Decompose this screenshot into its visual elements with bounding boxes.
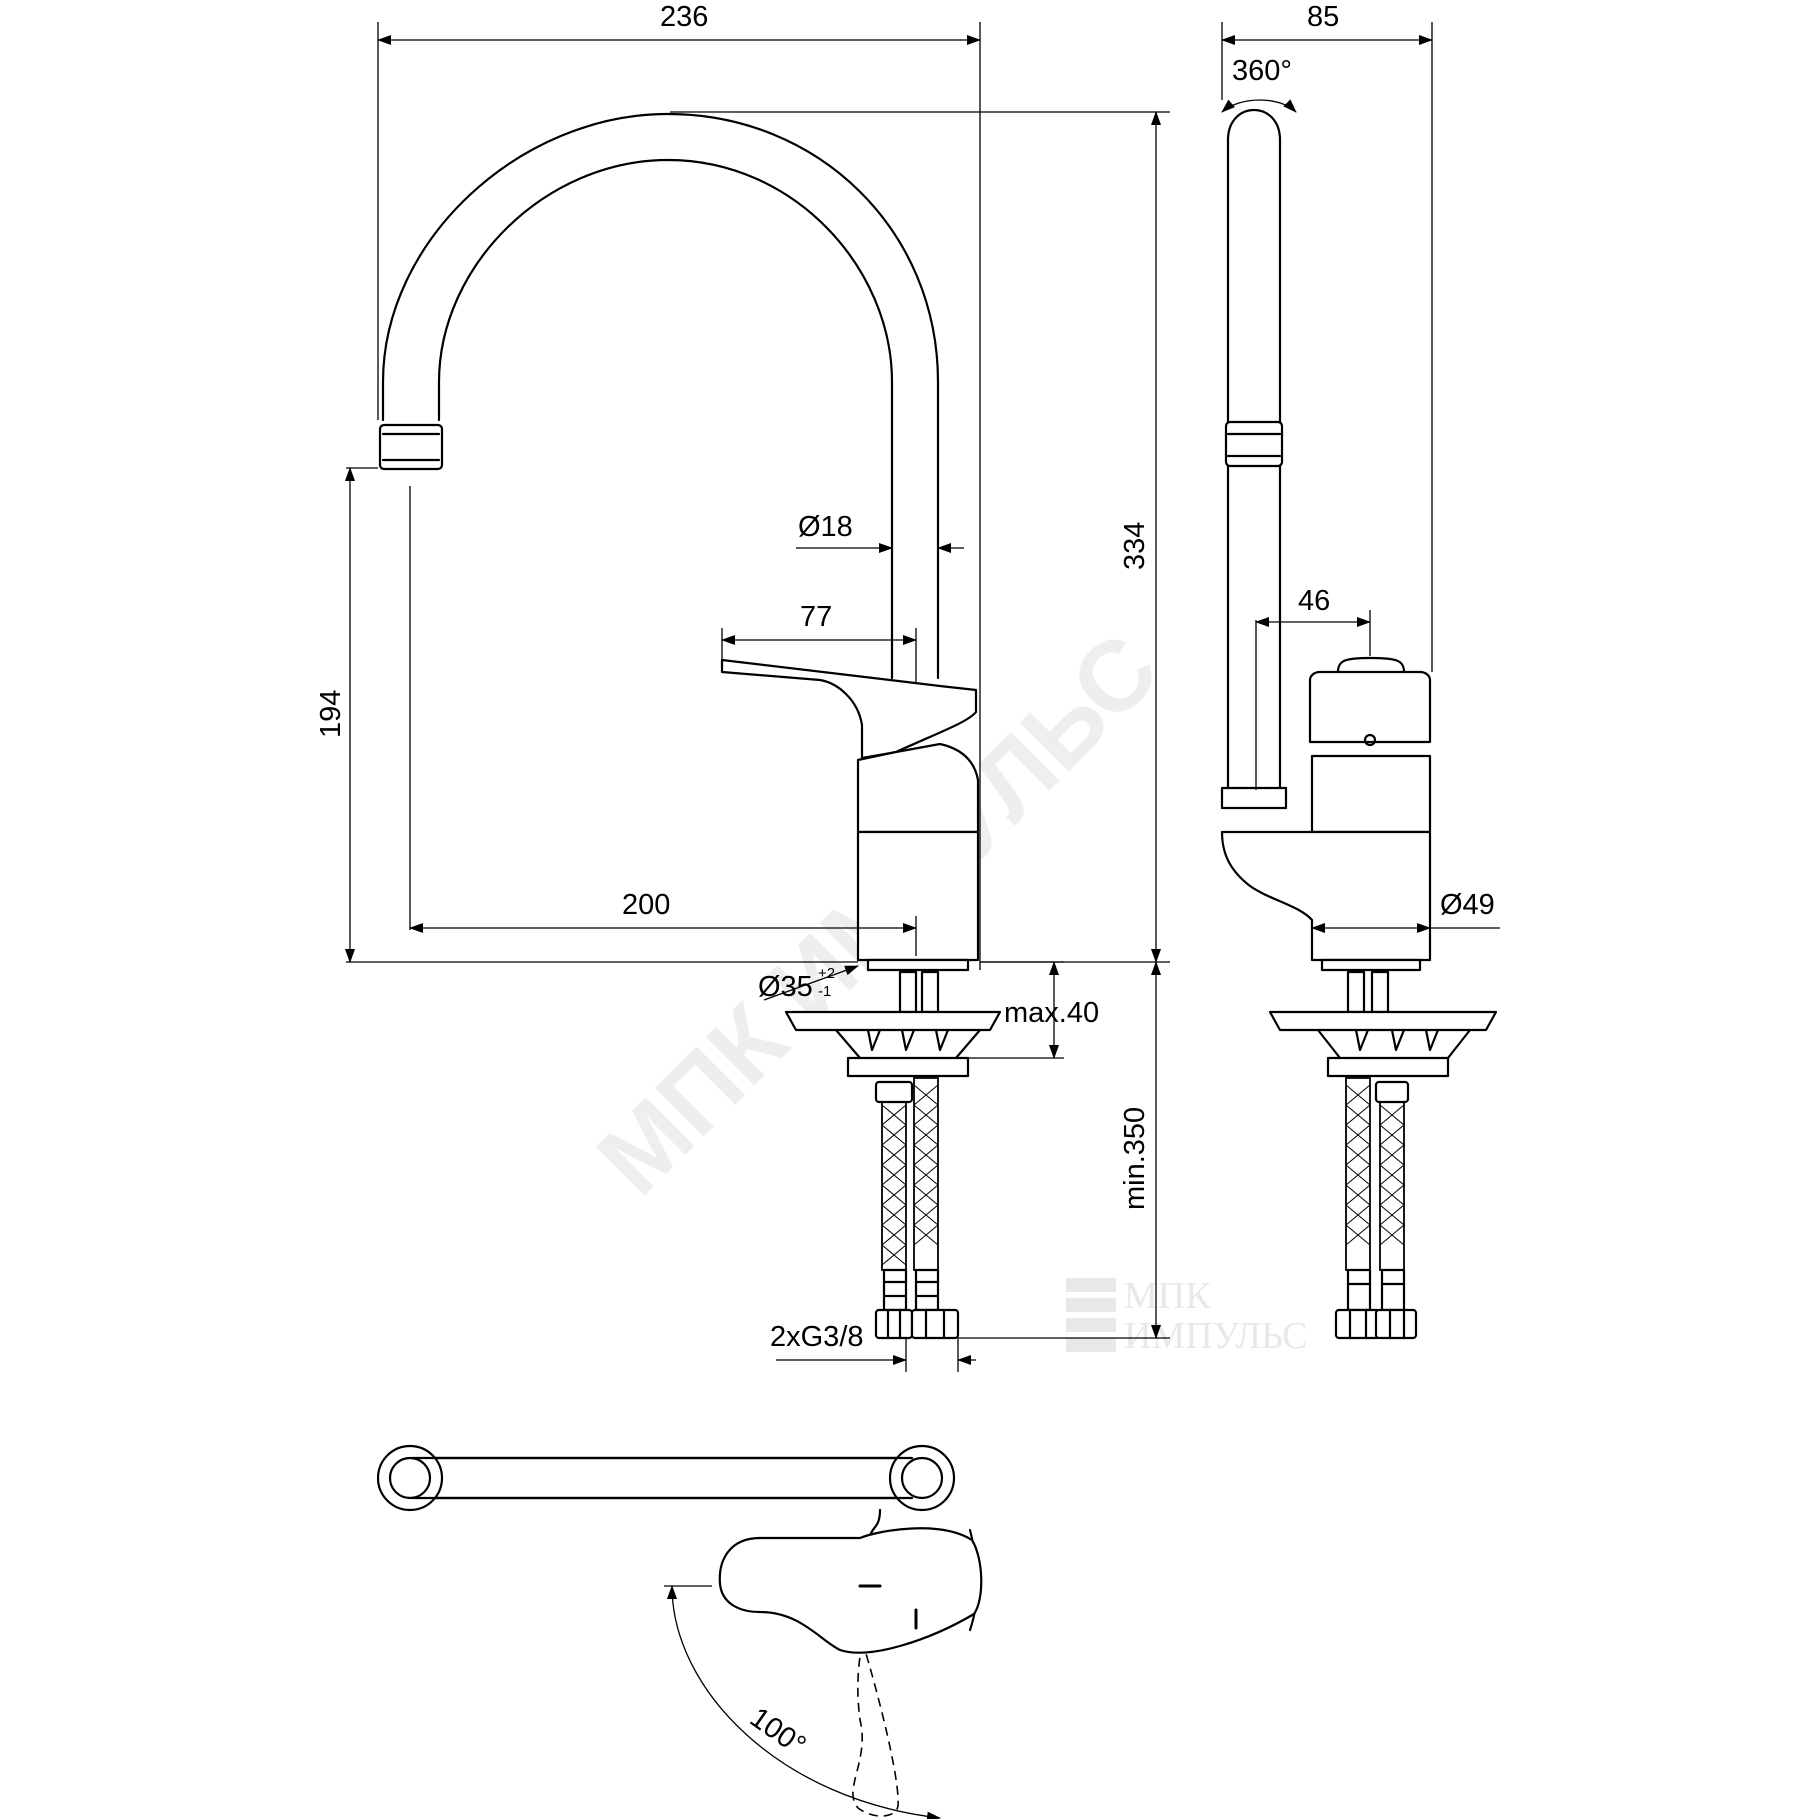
watermark-logo-line2: ИМПУЛЬС bbox=[1124, 1315, 1307, 1357]
dim-85: 85 bbox=[1307, 1, 1339, 33]
dim-min350: min.350 bbox=[1119, 1107, 1151, 1210]
dim-360: 360° bbox=[1232, 55, 1292, 87]
lever-top bbox=[718, 1527, 983, 1654]
watermark-logo-icon bbox=[1066, 1278, 1116, 1352]
nut-right bbox=[910, 1308, 960, 1340]
body-base bbox=[866, 958, 970, 972]
side-aerator bbox=[1224, 420, 1284, 468]
side-view bbox=[1220, 108, 1498, 1340]
nut-left bbox=[874, 1308, 914, 1340]
dim-334: 334 bbox=[1119, 522, 1151, 570]
dim-236: 236 bbox=[660, 1, 708, 33]
dim-100deg: 100° bbox=[744, 1702, 811, 1763]
front-view bbox=[378, 112, 1002, 1340]
side-mounting-plate bbox=[1268, 1010, 1498, 1032]
dim-46: 46 bbox=[1298, 585, 1330, 617]
spout-outer bbox=[381, 112, 940, 680]
side-clamp-washer bbox=[1326, 1056, 1450, 1078]
dimensions: 236 85 360° 334 194 200 Ø18 77 bbox=[315, 1, 1500, 1762]
body-upper bbox=[856, 742, 980, 834]
side-collar bbox=[1220, 786, 1288, 810]
spout-end-ring bbox=[376, 1444, 444, 1512]
clamp-washer bbox=[846, 1056, 970, 1078]
rotation-arrow bbox=[1221, 99, 1297, 113]
top-view bbox=[376, 1444, 983, 1819]
side-lever-cap bbox=[1308, 670, 1432, 744]
spout-aerator bbox=[378, 423, 444, 471]
hose-left bbox=[881, 1099, 907, 1271]
dim-194: 194 bbox=[315, 690, 347, 738]
spout-inner bbox=[437, 158, 894, 680]
body-ring bbox=[888, 1444, 956, 1512]
fitting-left bbox=[882, 1268, 908, 1312]
hose-right bbox=[913, 1077, 939, 1271]
mounting-plate bbox=[784, 1010, 1002, 1032]
watermark-logo-line1: МПК bbox=[1124, 1275, 1211, 1317]
spout-top bbox=[410, 1456, 914, 1500]
dim-d18: Ø18 bbox=[798, 511, 853, 543]
fitting-right bbox=[914, 1268, 940, 1312]
dim-d49: Ø49 bbox=[1440, 889, 1495, 921]
dim-d35-tol-minus: -1 bbox=[818, 983, 831, 1000]
dim-d35-tol-plus: +2 bbox=[818, 965, 835, 982]
dim-200: 200 bbox=[622, 889, 670, 921]
dim-d35: Ø35 bbox=[758, 971, 813, 1003]
dim-g38: 2xG3/8 bbox=[770, 1321, 864, 1353]
dim-max40: max.40 bbox=[1004, 997, 1099, 1029]
side-body-lower bbox=[1220, 830, 1432, 962]
side-body-upper bbox=[1310, 754, 1432, 834]
lever-swing-arc bbox=[667, 1585, 941, 1819]
body-lower bbox=[856, 830, 980, 962]
dim-77: 77 bbox=[800, 601, 832, 633]
lever-rotated-outline bbox=[852, 1639, 899, 1817]
